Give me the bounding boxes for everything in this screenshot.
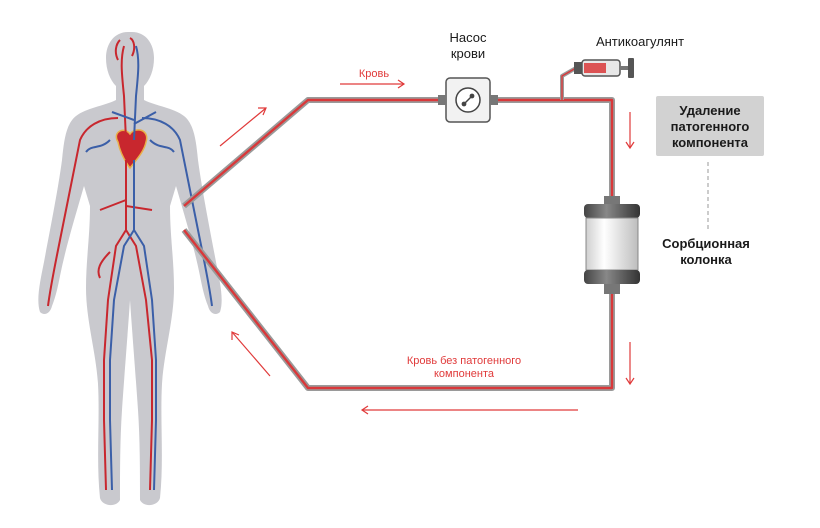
removal-box: Удаление патогенного компонента	[656, 96, 764, 156]
pump-label-2: крови	[451, 46, 485, 61]
blood-label: Кровь	[359, 68, 389, 80]
flow-arrow	[219, 107, 267, 147]
flow-arrow	[360, 405, 578, 415]
flow-arrow	[625, 342, 635, 386]
flow-arrow	[340, 79, 406, 89]
return-label-1: Кровь без патогенного	[407, 355, 521, 367]
sorbent-column-icon[interactable]	[584, 196, 640, 294]
column-label-2: колонка	[680, 252, 732, 267]
veins	[85, 45, 213, 491]
tubing-loop	[181, 66, 615, 391]
pump-label-1: Насос	[450, 30, 487, 45]
syringe-icon	[574, 58, 634, 78]
pump-icon[interactable]	[438, 77, 498, 123]
flow-arrows	[219, 79, 635, 415]
flow-arrow	[625, 112, 635, 150]
tube-outline	[181, 97, 615, 391]
removal-label-3: компонента	[672, 135, 749, 150]
anticoagulant-label: Антикоагулянт	[596, 34, 684, 49]
column-label-1: Сорбционная	[662, 236, 750, 251]
flow-arrow	[231, 331, 271, 377]
arteries	[47, 37, 153, 491]
body-silhouette	[38, 32, 222, 506]
removal-label-2: патогенного	[671, 119, 750, 134]
return-label-2: компонента	[434, 368, 495, 380]
removal-label-1: Удаление	[679, 103, 740, 118]
human-circulatory-figure	[38, 32, 222, 506]
tube-core	[183, 98, 614, 390]
